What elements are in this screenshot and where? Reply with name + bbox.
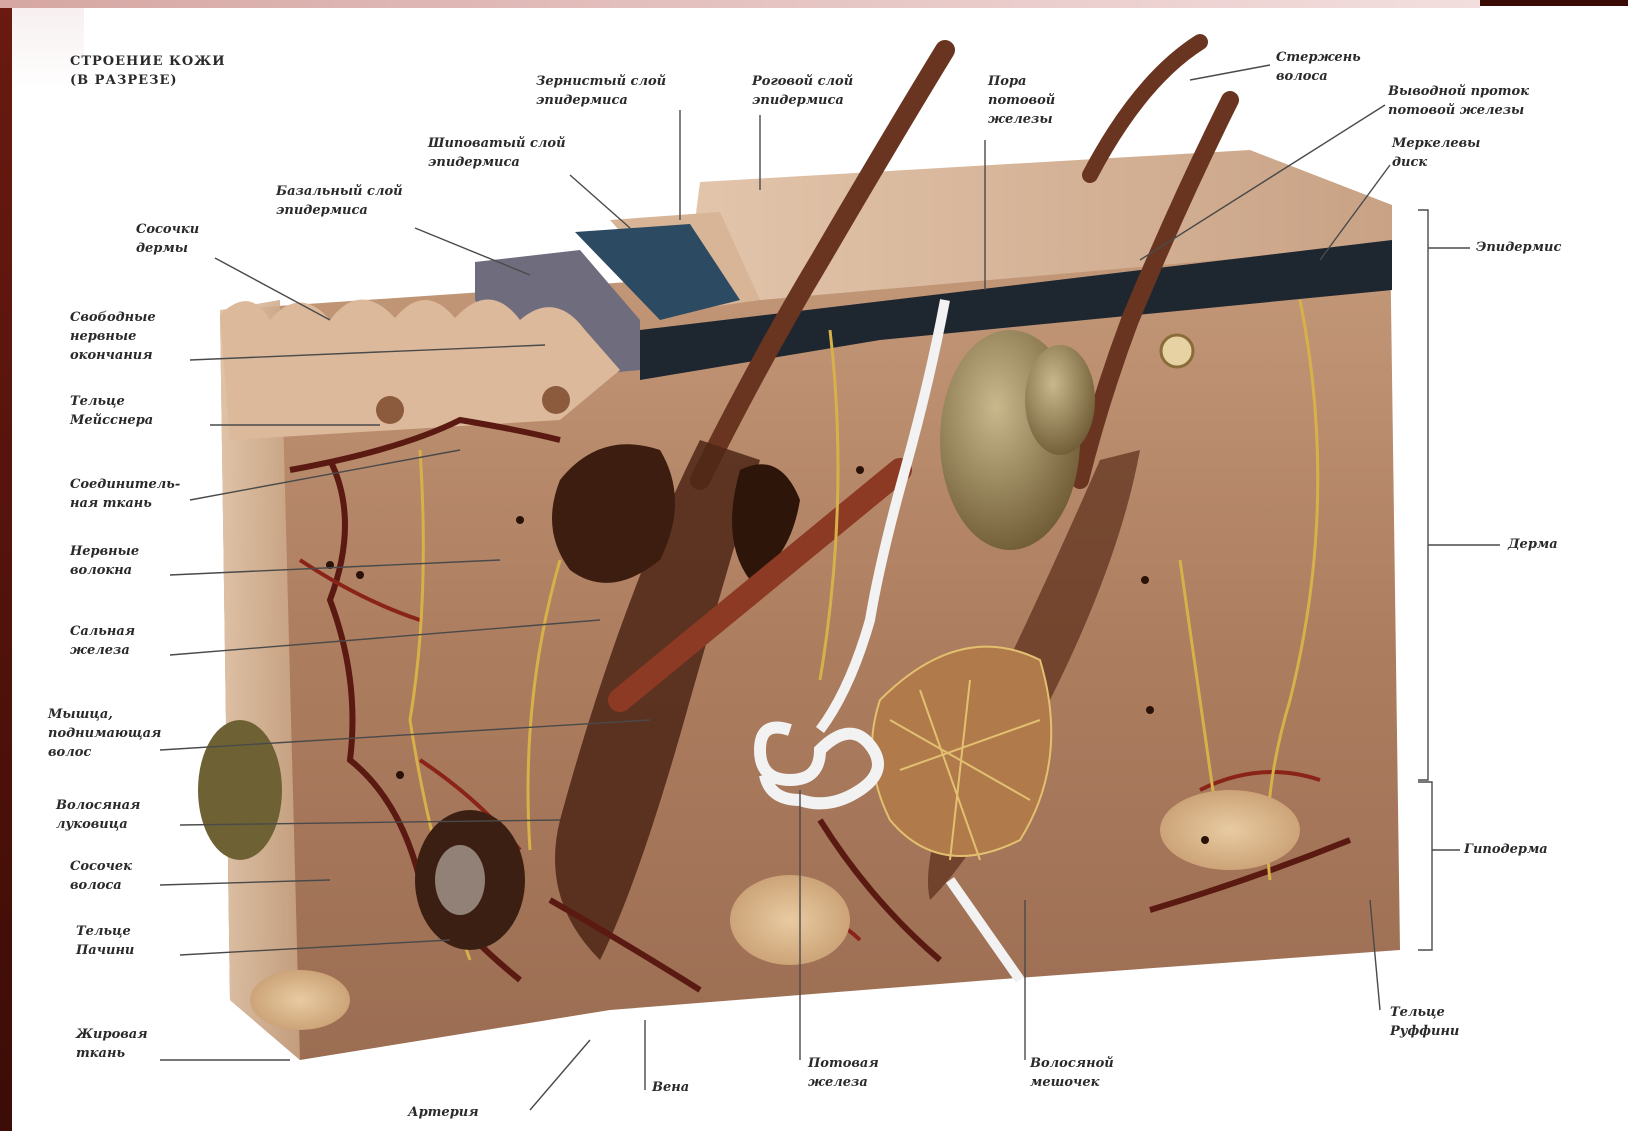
figure-title: СТРОЕНИЕ КОЖИ (В РАЗРЕЗЕ) (70, 52, 226, 90)
label-granular-layer: Зернистый слой эпидермиса (536, 72, 666, 110)
label-hair-shaft: Стержень волоса (1276, 48, 1361, 86)
label-hair-bag: Волосяной мешочек (1030, 1054, 1114, 1092)
label-papillae: Сосочки дермы (136, 220, 199, 258)
meissner-capsule-1 (376, 396, 404, 424)
label-hypodermis: Гиподерма (1464, 840, 1548, 859)
sebaceous-gland-right-lobe (1025, 345, 1095, 455)
label-basal-layer: Базальный слой эпидермиса (276, 182, 403, 220)
label-hair-muscle: Мышца, поднимающая волос (48, 705, 161, 762)
layer-brackets (1418, 210, 1500, 950)
label-ruffini: Тельце Руффини (1390, 1003, 1459, 1041)
label-hair-follicle: Волосяная луковица (56, 796, 140, 834)
dermal-papillae-edge (220, 299, 620, 440)
label-dermis: Дерма (1508, 535, 1558, 554)
label-fat: Жировая ткань (76, 1025, 148, 1063)
fat-lobule-2 (1160, 790, 1300, 870)
label-nerve-fibers: Нервные волокна (70, 542, 139, 580)
label-merkel: Меркелевы диск (1392, 134, 1480, 172)
merkel-capsule (1161, 335, 1193, 367)
hair-papilla-bulb (198, 720, 282, 860)
label-horny-layer: Роговой слой эпидермиса (752, 72, 853, 110)
label-hair-papilla: Сосочек волоса (70, 857, 132, 895)
meissner-capsule-2 (542, 386, 570, 414)
label-epidermis: Эпидермис (1476, 238, 1561, 257)
label-artery: Артерия (408, 1103, 479, 1122)
label-sebaceous: Сальная железа (70, 622, 135, 660)
label-spinous-layer: Шиповатый слой эпидермиса (428, 134, 566, 172)
pacinian-inner (435, 845, 485, 915)
label-sweat-pore: Пора потовой железы (988, 72, 1055, 129)
label-connective: Соединитель- ная ткань (70, 475, 180, 513)
label-vein: Вена (652, 1078, 689, 1097)
label-free-nerve-endings: Свободные нервные окончания (70, 308, 156, 365)
label-sweat-duct: Выводной проток потовой железы (1388, 82, 1529, 120)
fat-lobule-1 (730, 875, 850, 965)
label-sweat-gland: Потовая железа (808, 1054, 879, 1092)
label-pacinian: Тельце Пачини (76, 922, 134, 960)
label-meissner: Тельце Мейсснера (70, 392, 153, 430)
fat-lobule-3 (250, 970, 350, 1030)
